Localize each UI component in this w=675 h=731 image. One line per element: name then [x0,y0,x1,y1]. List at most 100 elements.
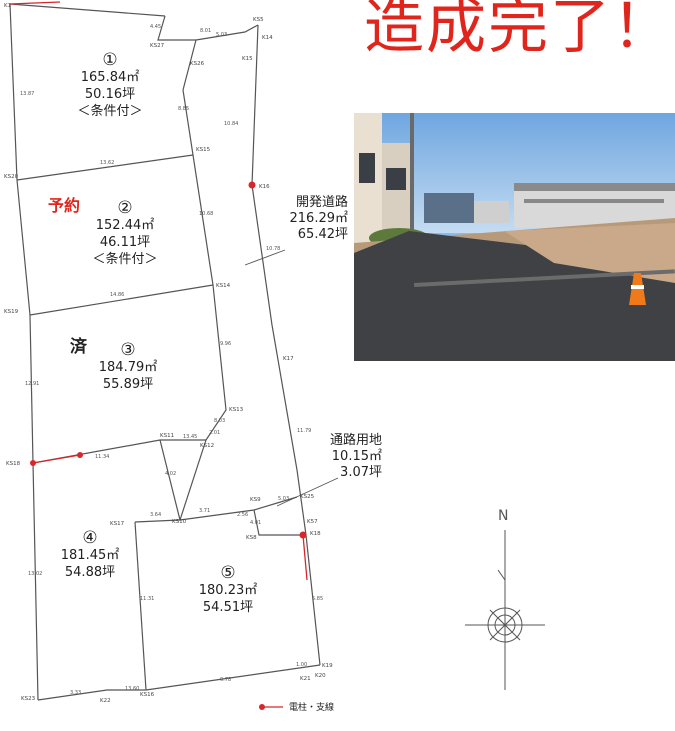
survey-point-label: KS20 [4,174,19,180]
dimension-label: 12.91 [25,381,39,387]
north-arrow-icon [465,530,545,690]
poles [9,1,308,581]
survey-point-label: KS13 [229,407,244,413]
dimension-label: 4.01 [250,520,261,526]
passage-leader [276,477,339,507]
dimension-label: 10.78 [266,246,280,252]
lot-2-status: 予約 [48,196,81,215]
dimension-label: 5.03 [216,32,227,38]
passage-tsubo: 3.07坪 [340,465,382,480]
dimension-labels: 4.45 8.01 5.03 13.87 8.85 10.84 13.62 10.68 10.7… [20,24,323,696]
dimension-label: 11.34 [95,454,109,460]
survey-point-label: KS8 [246,535,257,541]
lot-3-number: ③ [120,340,136,360]
survey-point-label: K17 [283,356,294,362]
lot-5-number: ⑤ [220,563,236,583]
survey-point-label: KS15 [196,147,211,153]
lot-3-area: 184.79㎡ [98,360,158,375]
dimension-label: 11.79 [297,428,311,434]
pole-marker [77,452,83,458]
dimension-label: 1.00 [296,662,307,668]
dimension-label: 13.45 [183,434,197,440]
survey-point-label: KS19 [4,309,19,315]
survey-point-label: KS25 [300,494,315,500]
dimension-label: 10.68 [199,211,213,217]
survey-point-label: KS12 [200,443,214,449]
lot-5-area: 180.23㎡ [198,583,258,598]
dimension-label: 13.62 [100,160,114,166]
point-labels: K1KS5K14K15KS27KS26KS15KS20K16KS14KS19K1… [4,3,333,704]
dimension-label: 13.60 [125,686,139,692]
legend-label: 電柱・支線 [289,703,335,713]
road-info: 開発道路 216.29㎡ 65.42坪 [284,195,349,243]
lot-3-info: ③ 184.79㎡ 55.89坪 [78,342,178,393]
plot-boundaries [9,3,321,701]
survey-point-label: K14 [262,35,273,41]
passage-area: 10.15㎡ [331,449,382,464]
survey-point-label: KS11 [160,433,174,439]
lot-2-tsubo: 46.11坪 [99,235,151,250]
passage-info: 通路用地 10.15㎡ 3.07坪 [316,433,382,481]
lot-1-info: ① 165.84㎡ 50.16坪 ＜条件付＞ [55,52,165,120]
dimension-label: 11.31 [140,596,154,602]
lot-2-number: ② [117,198,133,218]
survey-point-label: KS26 [190,61,205,67]
legend-pole-icon [259,704,283,710]
lot-1-area: 165.84㎡ [80,70,140,85]
dimension-label: 4.02 [165,471,176,477]
lot-4-tsubo: 54.88坪 [64,565,116,580]
stay-wire [302,534,308,581]
lot-1-tsubo: 50.16坪 [84,87,136,102]
survey-point-label: K18 [310,531,321,537]
survey-point-label: KS10 [172,519,187,525]
pole-marker [30,460,36,466]
survey-point-label: KS5 [253,17,264,23]
survey-point-label: K21 [300,676,311,682]
road-area: 216.29㎡ [289,211,349,226]
dimension-label: 3.33 [70,690,81,696]
dimension-label: 8.85 [178,106,189,112]
lot-5-tsubo: 54.51坪 [202,600,254,615]
dimension-label: 8.03 [214,418,225,424]
dimension-label: 5.03 [278,496,289,502]
stay-wire [9,1,61,5]
survey-point-label: KS17 [110,521,125,527]
dimension-label: 2.01 [209,430,220,436]
lot-4-area: 181.45㎡ [60,548,120,563]
survey-point-label: KS23 [21,696,36,702]
dimension-label: 0.78 [220,677,231,683]
lot-5-info: ⑤ 180.23㎡ 54.51坪 [178,565,278,616]
survey-point-label: K1 [4,3,11,9]
lot-2-area: 152.44㎡ [95,218,155,233]
lot-2-condition: ＜条件付＞ [92,252,158,267]
dimension-label: 3.64 [150,512,161,518]
dimension-label: 2.56 [237,512,248,518]
pole-marker [248,181,256,189]
dimension-label: 5.85 [312,596,323,602]
dimension-label: 8.01 [200,28,211,34]
dimension-label: 13.02 [28,571,42,577]
survey-point-label: K20 [315,673,326,679]
dimension-label: 4.45 [150,24,161,30]
lot-3-tsubo: 55.89坪 [102,377,154,392]
survey-point-label: K19 [322,663,333,669]
survey-point-label: K15 [242,56,253,62]
passage-label: 通路用地 [329,433,382,448]
road-label: 開発道路 [295,195,348,210]
dimension-label: 9.96 [220,341,231,347]
dimension-label: 10.84 [224,121,238,127]
dimension-label: 13.87 [20,91,34,97]
survey-point-label: K57 [307,519,318,525]
survey-point-label: KS27 [150,43,165,49]
compass-north-label: N [498,508,509,524]
survey-point-label: KS14 [216,283,231,289]
lot-4-info: ④ 181.45㎡ 54.88坪 [45,530,135,581]
site-photo [354,113,675,361]
lot-4-number: ④ [82,528,98,548]
survey-point-label: KS18 [6,461,21,467]
survey-point-label: KS9 [250,497,261,503]
headline: 造成完了！ [364,0,674,62]
lot-1-condition: ＜条件付＞ [77,104,143,119]
